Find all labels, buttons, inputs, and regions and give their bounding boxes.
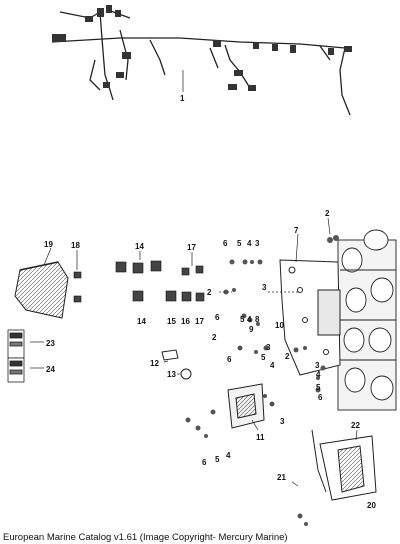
callouts: 1 2 2 2 2 3 3 3 3 3 4 4 4 4 4 5 5 5 5 5 …: [44, 94, 376, 510]
callout-17: 17: [187, 243, 196, 252]
grommet-13: [180, 368, 192, 380]
callout-22: 22: [351, 421, 360, 430]
callout-3: 3: [315, 361, 320, 370]
callout-13: 13: [167, 370, 176, 379]
callout-6: 6: [227, 355, 232, 364]
callout-4: 4: [247, 315, 252, 324]
callout-8: 8: [255, 315, 260, 324]
callout-5: 5: [261, 353, 266, 362]
callout-10: 10: [275, 321, 284, 330]
leader-lines: [30, 217, 358, 487]
callout-2: 2: [285, 352, 290, 361]
callout-3: 3: [262, 283, 267, 292]
callout-20: 20: [367, 501, 376, 510]
callout-14: 14: [135, 242, 144, 251]
callout-7: 7: [294, 226, 299, 235]
callout-21: 21: [277, 473, 286, 482]
callout-5: 5: [237, 239, 242, 248]
callout-5: 5: [316, 383, 321, 392]
callout-15: 15: [167, 317, 176, 326]
callout-9: 9: [249, 325, 254, 334]
callout-11: 11: [256, 433, 265, 442]
callout-5: 5: [215, 455, 220, 464]
callout-4: 4: [270, 361, 275, 370]
callout-3: 3: [255, 239, 260, 248]
callout-5: 5: [240, 315, 245, 324]
callout-2: 2: [212, 333, 217, 342]
cover-11: [227, 383, 265, 429]
callout-23: 23: [46, 339, 55, 348]
image-caption: European Marine Catalog v1.61 (Image Cop…: [3, 532, 288, 543]
callout-2: 2: [207, 288, 212, 297]
callout-3: 3: [266, 343, 271, 352]
wiring-harness: [51, 9, 351, 116]
callout-17: 17: [195, 317, 204, 326]
relays: [73, 260, 205, 303]
callout-18: 18: [71, 241, 80, 250]
callout-16: 16: [181, 317, 190, 326]
callout-19: 19: [44, 240, 53, 249]
engine-block: [337, 229, 397, 411]
callout-4: 4: [247, 239, 252, 248]
callout-1: 1: [180, 94, 185, 103]
callout-24: 24: [46, 365, 55, 374]
clamp-12: [161, 349, 179, 361]
callout-6: 6: [202, 458, 207, 467]
callout-3: 3: [280, 417, 285, 426]
fasteners: [185, 235, 339, 526]
bracket-20-22: [311, 429, 377, 501]
decal-24: [7, 357, 25, 383]
callout-4: 4: [226, 451, 231, 460]
callout-6: 6: [318, 393, 323, 402]
harness-connectors: [52, 5, 352, 91]
callout-6: 6: [215, 313, 220, 322]
mounting-bracket: [279, 259, 341, 376]
callout-4: 4: [316, 370, 321, 379]
decal-23: [7, 329, 25, 359]
electronic-module: [14, 261, 69, 319]
callout-2: 2: [325, 209, 330, 218]
callout-14: 14: [137, 317, 146, 326]
callout-6: 6: [223, 239, 228, 248]
callout-12: 12: [150, 359, 159, 368]
